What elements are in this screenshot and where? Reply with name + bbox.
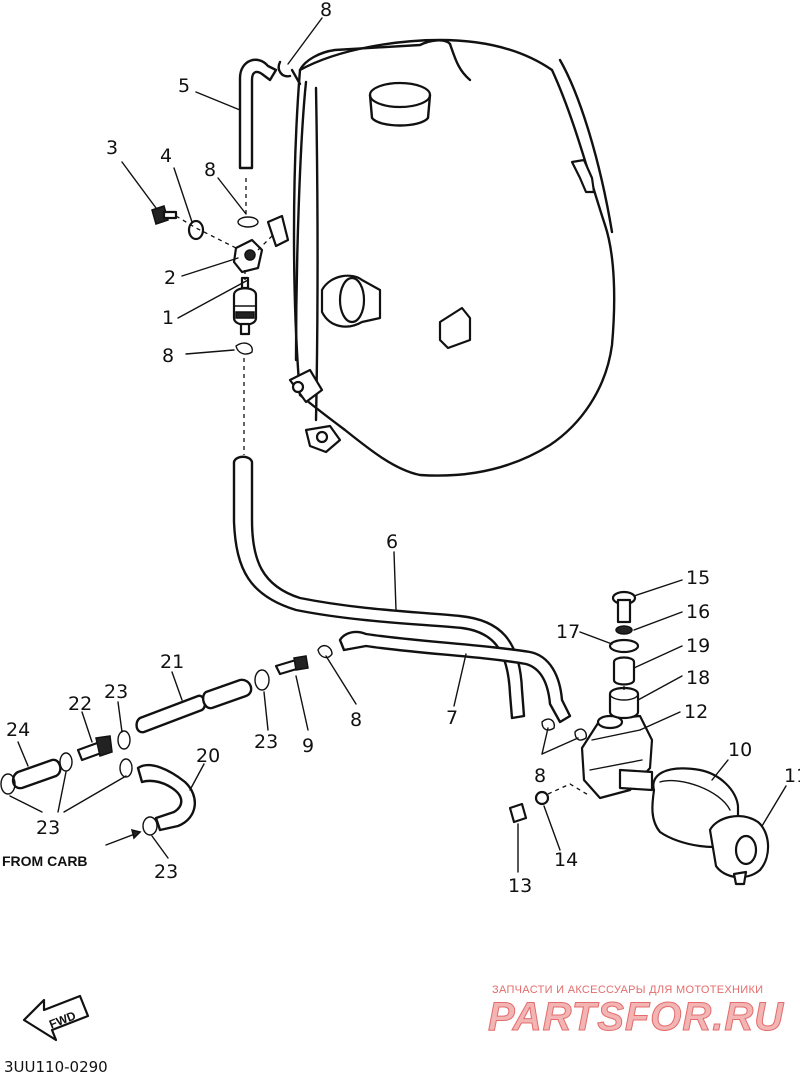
callout-7: 7 bbox=[446, 707, 458, 729]
callout-22: 22 bbox=[68, 693, 92, 715]
bolt-3 bbox=[151, 205, 178, 225]
bracket-2 bbox=[232, 238, 264, 274]
hose-clip-pump-right bbox=[574, 728, 588, 741]
diagram-code: 3UU110-0290 bbox=[4, 1058, 108, 1076]
callout-24: 24 bbox=[6, 719, 30, 741]
callout-15: 15 bbox=[686, 567, 710, 589]
clip-23-d bbox=[0, 752, 73, 795]
callout-23-a: 23 bbox=[104, 681, 128, 703]
pump-cover-11 bbox=[708, 814, 770, 886]
callout-6: 6 bbox=[386, 531, 398, 553]
callout-8-top: 8 bbox=[320, 0, 332, 21]
hose-20 bbox=[136, 763, 197, 832]
hose-clip-petcock bbox=[237, 216, 259, 228]
callout-8-pump: 8 bbox=[534, 765, 546, 787]
hose-clip-filter bbox=[235, 342, 253, 355]
fuel-hose-7 bbox=[338, 630, 572, 724]
washer-16 bbox=[615, 625, 633, 635]
clip-23-b bbox=[117, 730, 131, 750]
callout-17: 17 bbox=[556, 621, 580, 643]
hose-21 bbox=[135, 678, 253, 734]
hose-clip-top bbox=[277, 60, 302, 86]
callout-14: 14 bbox=[554, 849, 578, 871]
nipple-9 bbox=[274, 655, 309, 676]
watermark-tagline: ЗАПЧАСТИ И АКСЕССУАРЫ ДЛЯ МОТОТЕХНИКИ bbox=[492, 984, 763, 996]
callout-11: 11 bbox=[784, 765, 800, 787]
hose-clip-7-left bbox=[317, 644, 333, 659]
leader-lines bbox=[9, 17, 787, 873]
callout-23-b: 23 bbox=[254, 731, 278, 753]
callout-3: 3 bbox=[106, 137, 118, 159]
callout-23-c: 23 bbox=[36, 817, 60, 839]
callout-10: 10 bbox=[728, 739, 752, 761]
fuel-tank bbox=[266, 38, 616, 477]
callout-23-d: 23 bbox=[154, 861, 178, 883]
vent-hose bbox=[238, 58, 278, 170]
bolt-15 bbox=[611, 590, 637, 624]
hose-clip-pump-left bbox=[541, 718, 556, 731]
watermark: ЗАПЧАСТИ И АКСЕССУАРЫ ДЛЯ МОТОТЕХНИКИ PA… bbox=[488, 984, 784, 1040]
callout-20: 20 bbox=[196, 745, 220, 767]
clip-23-c bbox=[119, 758, 133, 778]
callout-19: 19 bbox=[686, 635, 710, 657]
callout-labels: 1 2 3 4 5 6 7 8 8 8 8 8 9 10 11 12 13 14… bbox=[6, 0, 800, 897]
grommet-18 bbox=[608, 686, 640, 720]
bolt-13 bbox=[508, 802, 528, 824]
watermark-brand: PARTSFOR.RU bbox=[488, 995, 784, 1039]
fuel-hose-6 bbox=[232, 455, 526, 720]
fitting-22 bbox=[76, 735, 113, 762]
callout-8-petcock: 8 bbox=[204, 159, 216, 181]
callout-5: 5 bbox=[178, 75, 190, 97]
callout-2: 2 bbox=[164, 267, 176, 289]
callout-8-filter: 8 bbox=[162, 345, 174, 367]
callout-13: 13 bbox=[508, 875, 532, 897]
collar-19 bbox=[612, 656, 636, 686]
washer-4 bbox=[187, 219, 205, 241]
fwd-arrow: FWD bbox=[22, 994, 90, 1042]
callout-8-hose: 8 bbox=[350, 709, 362, 731]
washer-14 bbox=[534, 790, 550, 806]
callout-18: 18 bbox=[686, 667, 710, 689]
grommet-17 bbox=[608, 638, 640, 654]
from-carb-label: FROM CARB bbox=[2, 853, 88, 869]
callout-9: 9 bbox=[302, 735, 314, 757]
fuel-filter-1 bbox=[232, 276, 258, 336]
clip-23-a bbox=[254, 669, 270, 691]
callout-16: 16 bbox=[686, 601, 710, 623]
callout-4: 4 bbox=[160, 145, 172, 167]
callout-1: 1 bbox=[162, 307, 174, 329]
callout-21: 21 bbox=[160, 651, 184, 673]
callout-12: 12 bbox=[684, 701, 708, 723]
clip-23-e bbox=[142, 816, 158, 836]
hose-24 bbox=[11, 758, 62, 790]
